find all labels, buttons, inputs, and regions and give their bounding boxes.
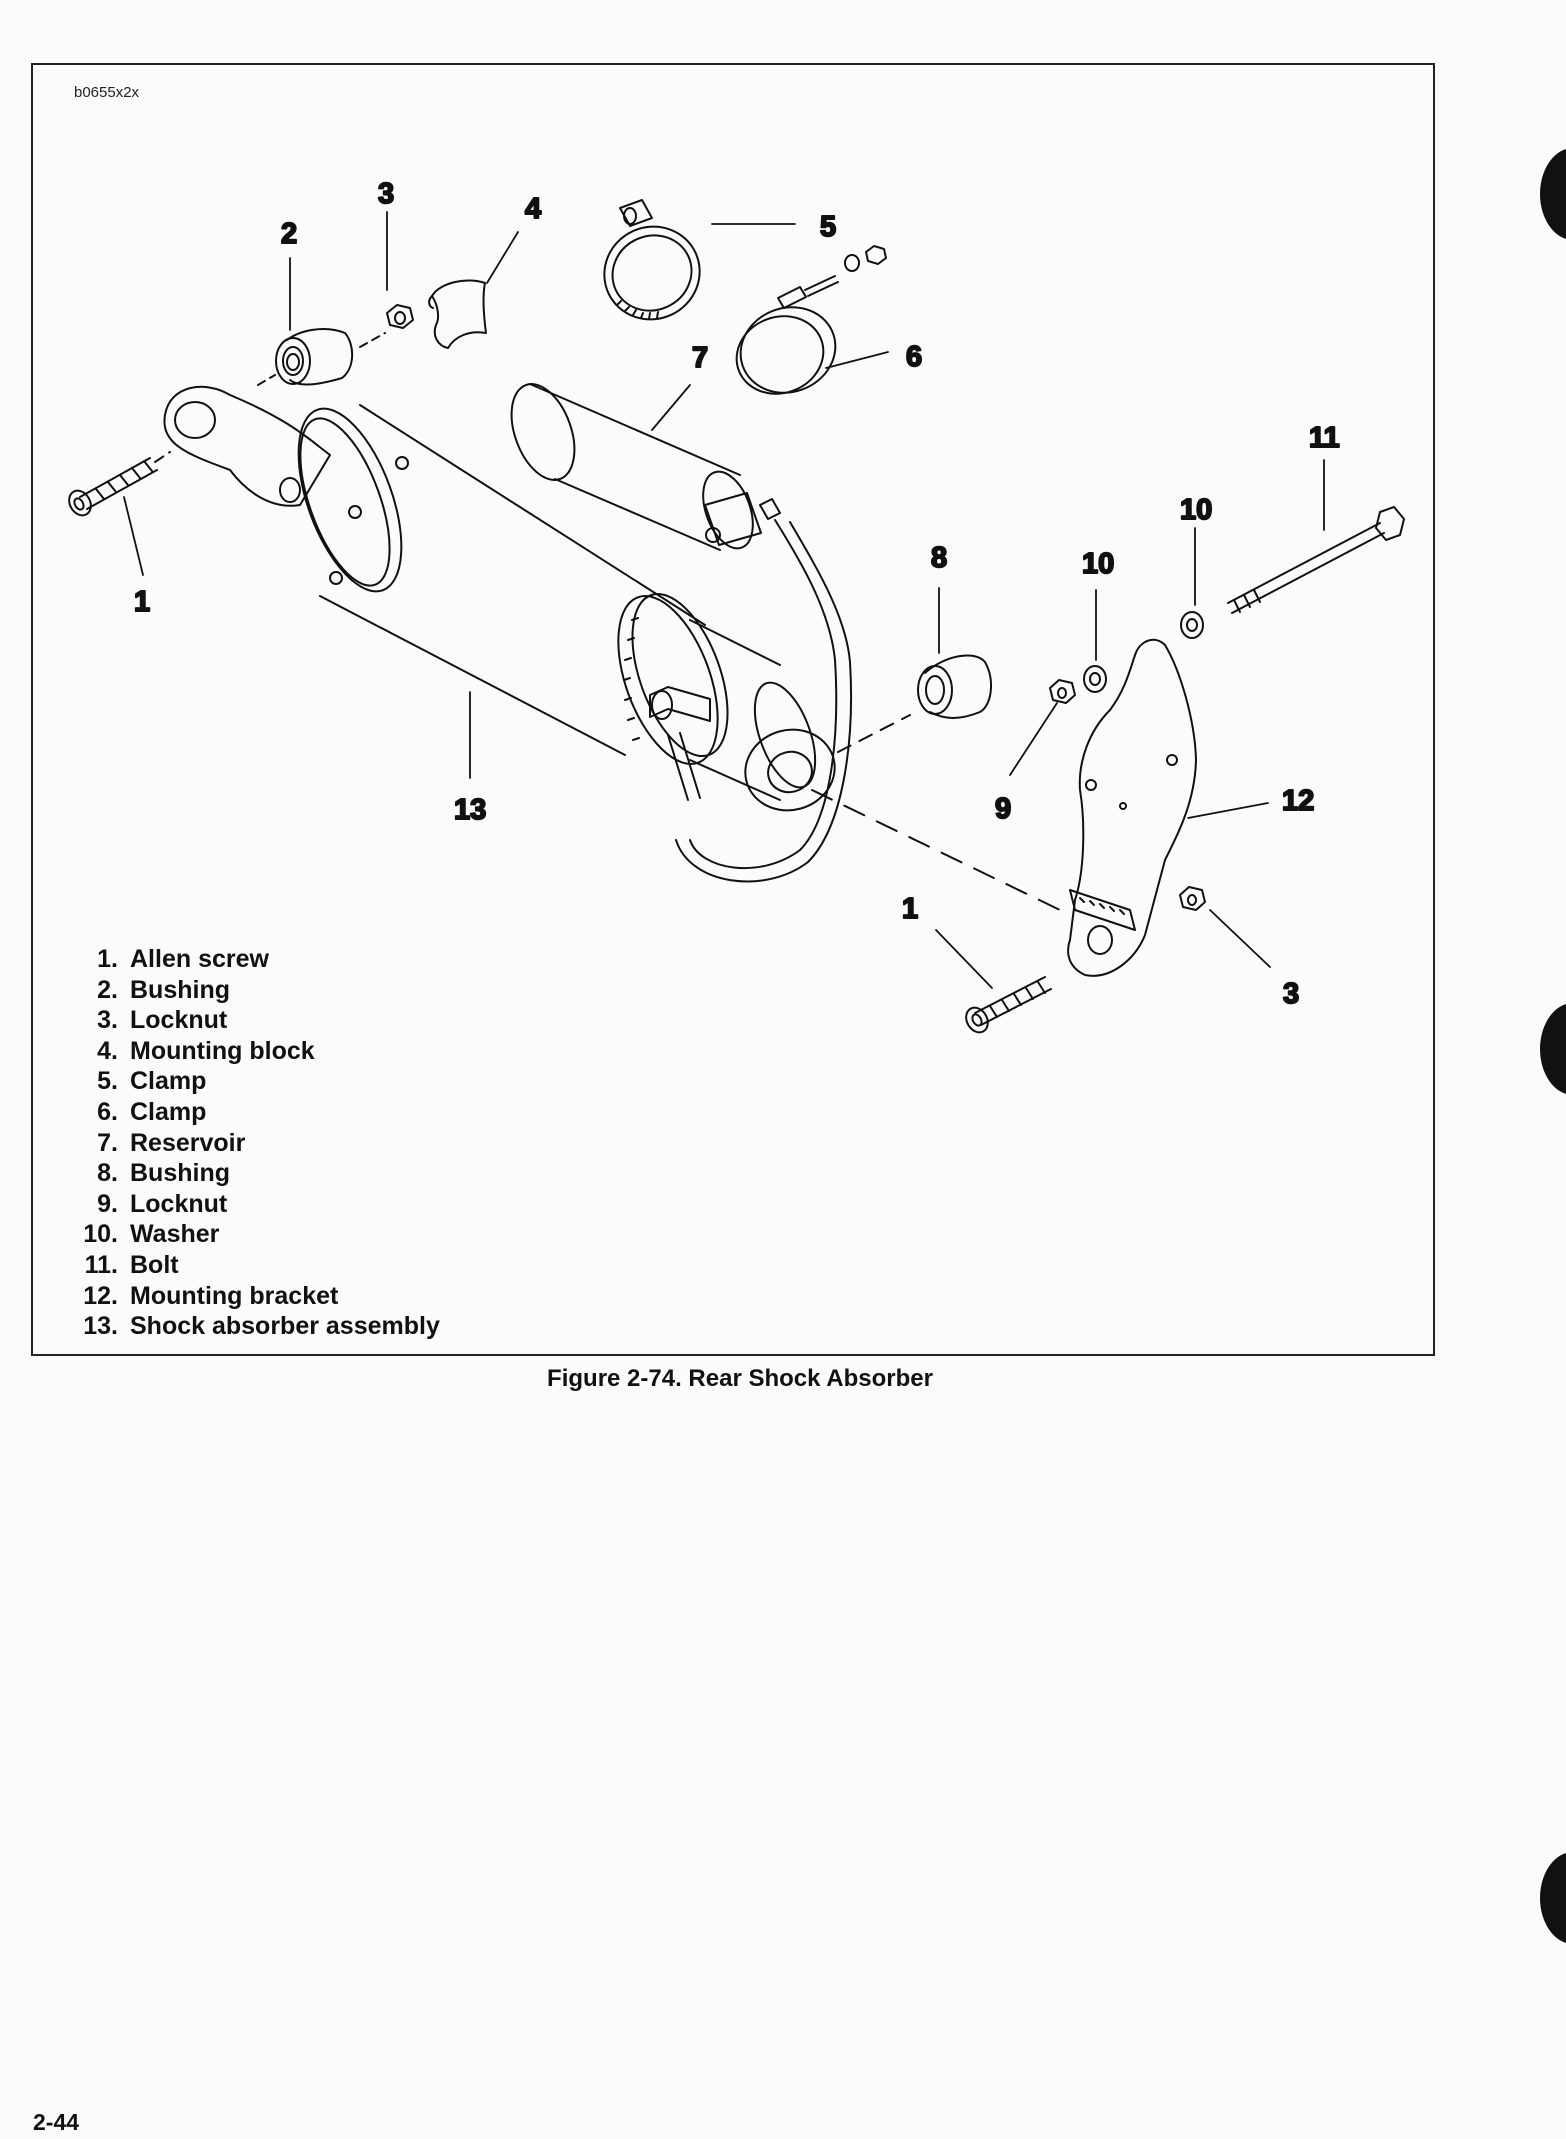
callout-3-top: 3 xyxy=(378,178,394,210)
locknut-right xyxy=(1049,679,1076,704)
callout-12: 12 xyxy=(1282,785,1314,817)
legend-item: 13.Shock absorber assembly xyxy=(83,1312,440,1341)
figure-frame xyxy=(31,63,1435,1356)
page-number: 2-44 xyxy=(33,2109,80,2135)
mounting-block xyxy=(428,279,487,349)
callout-11: 11 xyxy=(1309,422,1340,454)
bushing-right xyxy=(917,654,992,719)
callout-1-left: 1 xyxy=(134,586,150,618)
callout-9: 9 xyxy=(995,793,1011,825)
allen-screw-right xyxy=(965,976,1052,1034)
callout-4: 4 xyxy=(525,193,541,225)
mounting-bracket xyxy=(1067,638,1197,977)
parts-legend: 1.Allen screw 2.Bushing 3.Locknut 4.Moun… xyxy=(64,944,440,1342)
figure-id-code: b0655x2x xyxy=(74,84,140,101)
bushing-left xyxy=(275,328,354,386)
figure-caption: Figure 2-74. Rear Shock Absorber xyxy=(547,1365,933,1392)
washer-small xyxy=(844,254,860,272)
callout-10-right: 10 xyxy=(1180,494,1212,526)
callout-7: 7 xyxy=(692,342,708,374)
legend-item: 5.Clamp xyxy=(97,1067,207,1096)
hose xyxy=(689,519,838,870)
callout-1-right: 1 xyxy=(902,893,918,925)
leader-lines xyxy=(123,211,1325,989)
legend-item: 11.Bolt xyxy=(84,1250,179,1279)
callout-3-bottom: 3 xyxy=(1283,978,1299,1010)
shock-absorber-assembly xyxy=(163,385,836,812)
legend-item: 7.Reservoir xyxy=(97,1128,246,1157)
legend-item: 1.Allen screw xyxy=(97,945,269,973)
legend-item: 9.Locknut xyxy=(97,1189,228,1218)
legend-item: 2.Bushing xyxy=(97,975,230,1004)
hose-outer xyxy=(675,521,853,883)
band-clamp xyxy=(735,275,839,395)
legend-item: 6.Clamp xyxy=(97,1097,207,1126)
hose-clamp xyxy=(603,199,701,321)
callout-10-center: 10 xyxy=(1082,548,1114,580)
legend-item: 8.Bushing xyxy=(97,1159,230,1188)
callout-5: 5 xyxy=(820,211,836,243)
nut-small xyxy=(865,245,887,265)
callout-6: 6 xyxy=(906,341,922,373)
locknut-bottom xyxy=(1179,886,1206,911)
legend-item: 10.Washer xyxy=(83,1220,220,1249)
callout-8: 8 xyxy=(931,542,947,574)
callout-13: 13 xyxy=(454,794,486,826)
legend-item: 3.Locknut xyxy=(97,1006,228,1035)
washer-right xyxy=(1180,611,1204,639)
washer-center xyxy=(1083,665,1107,693)
legend-item: 4.Mounting block xyxy=(97,1036,315,1065)
bolt-long xyxy=(1227,506,1405,614)
allen-screw-left xyxy=(68,457,158,517)
legend-item: 12.Mounting bracket xyxy=(83,1281,339,1310)
locknut-top xyxy=(386,304,414,329)
callout-2: 2 xyxy=(281,218,297,250)
reservoir xyxy=(510,383,781,551)
